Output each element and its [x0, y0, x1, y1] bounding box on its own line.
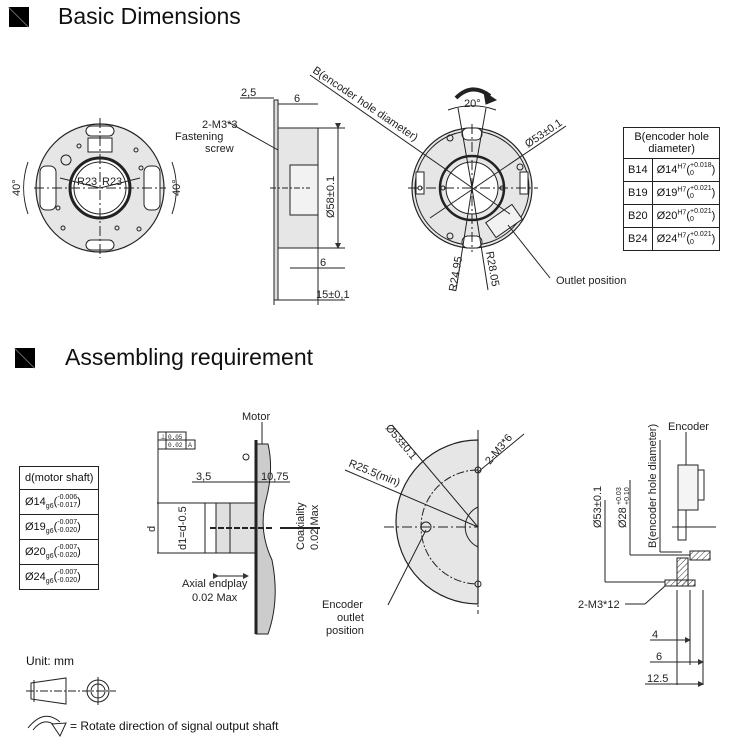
flange-screws-label: 2-M3*6	[483, 432, 515, 467]
angle-20-label: 20°	[464, 98, 481, 110]
tol-perp-value: 0.05	[168, 434, 183, 441]
encoder-label: Encoder	[668, 421, 709, 433]
screw-label-line1: 2-M3*3	[202, 119, 237, 131]
encoder-rear-view	[309, 74, 567, 291]
b-encoder-hole-label: B(encoder hole diameter)	[310, 65, 420, 144]
table-row: Ø20g6(-0.007-0.020)	[18, 539, 100, 566]
radius-28-05-label: R28.05	[483, 250, 501, 287]
diameter-53-label: Ø53±0.1	[523, 117, 565, 151]
dim-4: 4	[652, 629, 658, 641]
axial-endplay-value: 0.02 Max	[192, 592, 238, 604]
projection-symbol-icon	[26, 677, 116, 705]
flange-view	[344, 424, 525, 614]
unit-label: Unit: mm	[26, 654, 74, 668]
dim-2-5: 2,5	[241, 87, 256, 99]
encoder-side-view	[227, 97, 345, 305]
assembly-side-view	[604, 432, 716, 687]
dim-3-5: 3,5	[196, 471, 211, 483]
motor-shaft-table: d(motor shaft) Ø14g6(-0.006-0.017) Ø19g6…	[18, 466, 100, 591]
assembly-diameter-28-upper: +0.03	[616, 487, 623, 505]
assembly-b-label: B(encoder hole diameter)	[647, 424, 659, 548]
section-marker-icon	[15, 348, 35, 368]
d1-label: d1=d-0.5	[177, 506, 189, 550]
flange-diameter-53-label: Ø53±0.1	[383, 422, 419, 462]
angle-left-label: 40°	[11, 179, 23, 196]
radius-right-label: R23	[102, 176, 122, 188]
radius-left-label: R23	[77, 176, 97, 188]
coaxiality-label: Coaxiality	[295, 502, 307, 550]
section-title-basic-dimensions: Basic Dimensions	[58, 3, 241, 29]
encoder-outlet-label-2: outlet	[337, 612, 364, 624]
encoder-outlet-label-1: Encoder	[322, 599, 363, 611]
angle-right-label: 40°	[171, 179, 183, 196]
encoder-outlet-label-3: position	[326, 625, 364, 637]
tol-datum: A	[188, 443, 192, 449]
axial-endplay-label: Axial endplay	[182, 578, 248, 590]
flange-radius-label: R25.5(min)	[347, 458, 402, 490]
motor-table-header: d(motor shaft)	[18, 466, 100, 490]
motor-label: Motor	[242, 411, 270, 423]
dim-length-15: 15±0,1	[316, 289, 350, 301]
dim-6-bottom: 6	[320, 257, 326, 269]
outlet-position-label: Outlet position	[556, 275, 626, 287]
section-title-assembling-requirement: Assembling requirement	[65, 344, 314, 370]
assembly-diameter-53-label: Ø53±0.1	[592, 486, 604, 528]
rotate-direction-icon	[27, 715, 67, 738]
d-label: d	[146, 526, 158, 532]
screw-label-line2: Fastening	[175, 131, 223, 143]
dim-10-75: 10,75	[261, 471, 289, 483]
diameter-58-label: Ø58±0.1	[325, 176, 337, 218]
assembly-diameter-28-lower: +0.10	[624, 487, 631, 505]
assembly-screws-label: 2-M3*12	[578, 599, 620, 611]
radius-24-95-label: R24.95	[447, 255, 465, 292]
table-row: Ø24g6(-0.007-0.020)	[18, 564, 100, 591]
table-row: Ø19g6(-0.007-0.020)	[18, 514, 100, 541]
dim-6-top: 6	[294, 93, 300, 105]
dim-12-5: 12.5	[647, 673, 668, 685]
tol-perp-symbol: ⊥	[160, 434, 166, 441]
rotate-direction-label: = Rotate direction of signal output shaf…	[70, 719, 279, 733]
screw-label-line3: screw	[205, 143, 234, 155]
tol-runout-value: 0.02	[168, 442, 183, 449]
dim-6: 6	[656, 651, 662, 663]
coaxiality-value: 0.02 Max	[309, 504, 321, 550]
section-marker-icon	[9, 7, 29, 27]
encoder-front-view	[23, 118, 177, 258]
table-row: Ø14g6(-0.006-0.017)	[18, 488, 100, 516]
motor-shaft-view	[157, 422, 320, 635]
assembly-diameter-28-label: Ø28	[617, 507, 629, 528]
